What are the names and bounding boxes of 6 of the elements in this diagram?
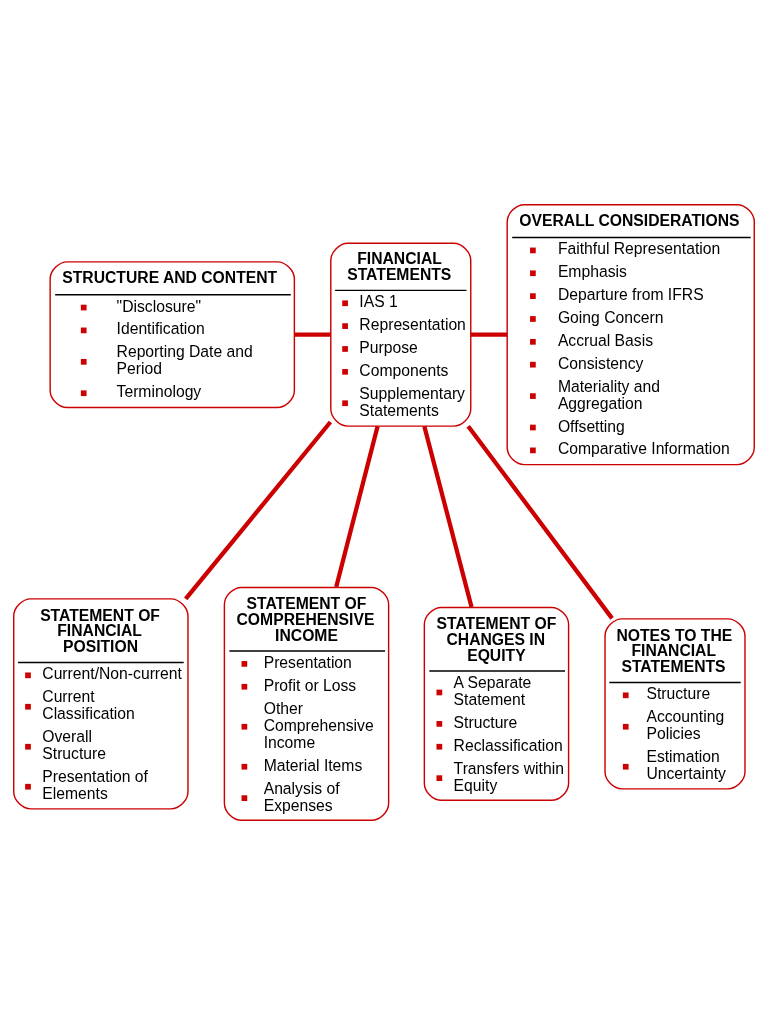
connector [334, 425, 380, 588]
connector [294, 332, 331, 337]
connector [184, 420, 333, 600]
connector [422, 425, 474, 607]
connector [466, 424, 614, 620]
connector [470, 332, 508, 337]
